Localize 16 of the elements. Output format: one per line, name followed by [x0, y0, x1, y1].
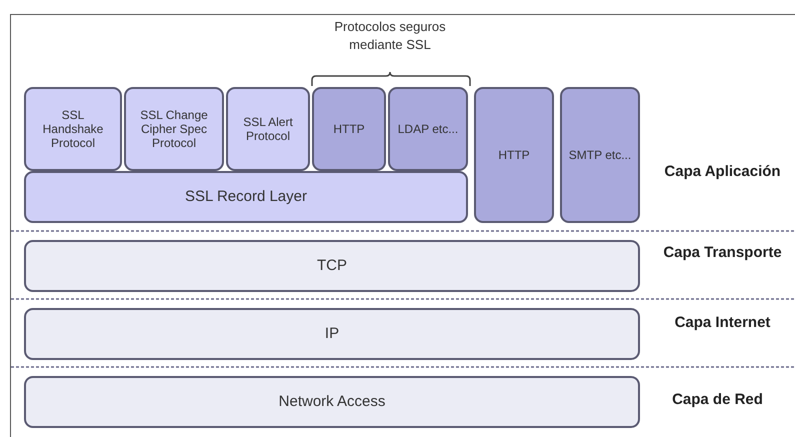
layer-name: Capa Aplicación	[663, 162, 782, 182]
layer-name: Capa de Red	[671, 390, 764, 410]
protocol-box: SMTP etc...	[560, 87, 640, 223]
bracket-caption: Protocolos seguros mediante SSL	[333, 18, 447, 54]
layer-name: Capa Internet	[674, 313, 772, 333]
layer-box: IP	[24, 308, 640, 360]
layer-box: Network Access	[24, 376, 640, 428]
protocol-box: HTTP	[312, 87, 386, 171]
layer-name: Capa Transporte	[662, 243, 783, 263]
layer-box: SSL Record Layer	[24, 171, 468, 223]
protocol-box: HTTP	[474, 87, 554, 223]
protocol-box: LDAP etc...	[388, 87, 468, 171]
protocol-box: SSL Alert Protocol	[226, 87, 310, 171]
layer-box: TCP	[24, 240, 640, 292]
protocol-box: SSL Handshake Protocol	[24, 87, 122, 171]
protocol-box: SSL Change Cipher Spec Protocol	[124, 87, 224, 171]
